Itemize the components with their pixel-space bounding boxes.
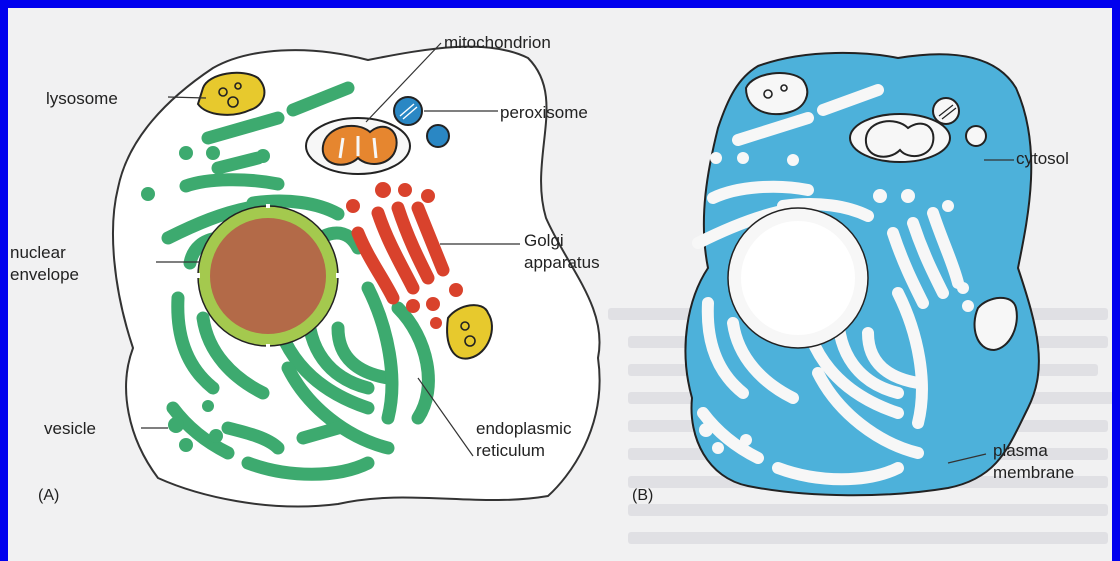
label-peroxisome: peroxisome <box>500 103 588 122</box>
panel-b-tag: (B) <box>632 487 653 504</box>
nucleus-a <box>210 218 326 334</box>
label-endoplasmic: endoplasmic <box>476 419 572 438</box>
peroxisome-a-2 <box>427 125 449 147</box>
cell-a: lysosome mitochondrion peroxisome nuclea… <box>10 33 600 506</box>
label-mitochondrion: mitochondrion <box>444 33 551 52</box>
panel-a-tag: (A) <box>38 487 59 504</box>
label-vesicle: vesicle <box>44 419 96 438</box>
figure-panel: lysosome mitochondrion peroxisome nuclea… <box>8 8 1112 561</box>
label-golgi: Golgi <box>524 231 564 250</box>
label-cytosol: cytosol <box>1016 149 1069 168</box>
label-membrane: membrane <box>993 463 1074 482</box>
cell-diagram: lysosome mitochondrion peroxisome nuclea… <box>8 8 1112 561</box>
label-envelope: envelope <box>10 265 79 284</box>
label-nuclear: nuclear <box>10 243 66 262</box>
label-reticulum: reticulum <box>476 441 545 460</box>
peroxisome-a <box>394 97 422 125</box>
label-plasma: plasma <box>993 441 1048 460</box>
cell-b: cytosol plasma membrane (B) <box>632 53 1074 504</box>
label-apparatus: apparatus <box>524 253 600 272</box>
label-lysosome: lysosome <box>46 89 118 108</box>
